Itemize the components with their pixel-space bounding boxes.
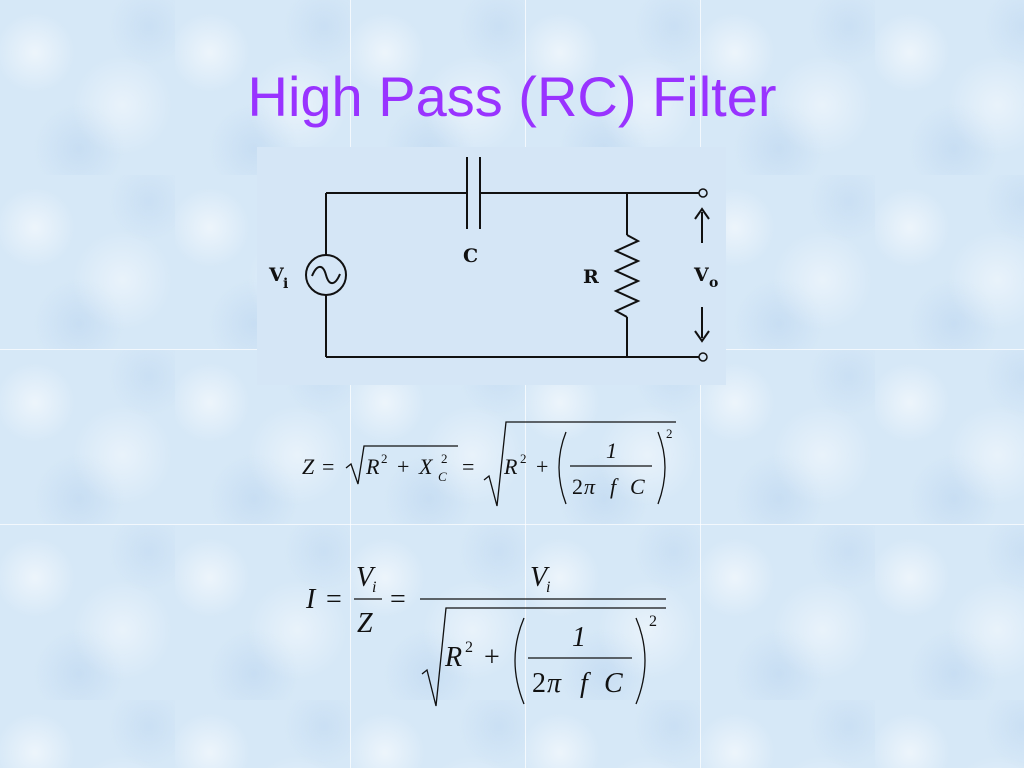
eq2-r: R — [444, 642, 462, 673]
resistor — [613, 234, 641, 318]
eq1-x-exp: 2 — [441, 451, 448, 466]
eq2-one: 1 — [572, 622, 586, 653]
output-terminal-bottom — [698, 352, 708, 362]
eq2-v-numer-sub: i — [372, 579, 376, 596]
vo-label: V — [693, 264, 710, 286]
eq1-x-sub: C — [438, 469, 447, 484]
capacitor-label: C — [463, 245, 478, 267]
eq1-r2-exp: 2 — [520, 451, 527, 466]
eq2-i: I — [305, 584, 317, 615]
eq2-sqrt — [421, 607, 666, 707]
slide-title: High Pass (RC) Filter — [247, 65, 777, 128]
impedance-equation: Z = R 2 + X 2 C = R 2 + 1 2 π f C 2 — [296, 418, 686, 513]
eq1-paren-exp: 2 — [666, 426, 673, 441]
eq1-x: X — [418, 454, 434, 479]
eq1-r-exp: 2 — [381, 451, 388, 466]
eq2-v-top-sub: i — [546, 579, 550, 596]
eq2-r-exp: 2 — [465, 639, 473, 656]
voltage-source — [305, 254, 347, 296]
eq2-plus: + — [484, 642, 500, 673]
eq2-v-top: V — [530, 562, 550, 593]
vi-subscript: i — [283, 276, 288, 292]
eq2-pi: π — [547, 668, 562, 699]
eq2-two: 2 — [532, 668, 546, 699]
eq1-r2: R — [503, 454, 518, 479]
sqrt-1 — [345, 445, 458, 485]
eq2-c: C — [604, 668, 623, 699]
eq1-equals-1: = — [322, 454, 334, 479]
eq2-paren-right — [635, 617, 646, 705]
resistor-label: R — [583, 266, 599, 288]
ac-wave-icon — [311, 265, 341, 285]
eq1-two: 2 — [572, 474, 583, 499]
eq2-f: f — [580, 668, 591, 699]
eq1-equals-2: = — [462, 454, 474, 479]
eq2-equals-2: = — [390, 584, 406, 615]
vo-arrow-down-head — [694, 330, 710, 343]
eq1-plus-2: + — [536, 454, 548, 479]
eq2-equals-1: = — [326, 584, 342, 615]
circuit-svg: V i C R V o — [268, 157, 718, 362]
eq1-f: f — [610, 474, 619, 499]
eq2-paren-exp: 2 — [649, 613, 657, 630]
eq1-c: C — [630, 474, 645, 499]
eq1-paren-right — [657, 431, 666, 505]
eq1-plus-1: + — [397, 454, 409, 479]
eq1-pi: π — [584, 474, 596, 499]
eq1-one: 1 — [606, 438, 617, 463]
output-terminal-top — [698, 188, 708, 198]
eq2-v-numer: V — [356, 562, 376, 593]
current-equation: I = V i Z = V i R 2 + 1 2 π f C 2 — [296, 556, 676, 711]
eq1-z: Z — [302, 454, 315, 479]
eq2-paren-left — [514, 617, 525, 705]
circuit-diagram: V i C R V o — [257, 147, 726, 385]
eq2-z: Z — [357, 608, 373, 639]
vi-label: V — [268, 264, 285, 286]
vo-arrow-up-head — [694, 207, 710, 220]
vo-subscript: o — [709, 275, 718, 291]
eq1-paren-left — [558, 431, 567, 505]
sqrt-2 — [483, 421, 676, 507]
eq1-r: R — [365, 454, 380, 479]
